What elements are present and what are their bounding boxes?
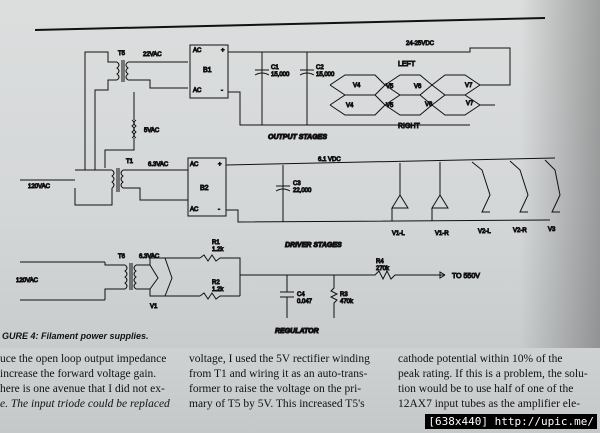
c3-label: C3 (293, 181, 301, 187)
input-120vac-2: 120VAC (16, 278, 39, 284)
col3-line: peak rating. If this is a problem, the s… (398, 368, 588, 380)
col2-line: voltage, I used the 5V rectifier winding (189, 353, 370, 365)
left-label: LEFT (398, 61, 416, 68)
col3-line: tion would be to use half of one of the (398, 383, 574, 395)
r4-value: 270k (376, 266, 390, 272)
heater-chain-left: LEFT V4 V5 V6 V7 (329, 61, 495, 96)
driver-stages-label: DRIVER STAGES (285, 242, 342, 249)
v3-label: V3 (548, 227, 556, 233)
page-curl-shadow (520, 0, 600, 348)
r3-value: 470k (340, 299, 354, 305)
c4-label: C4 (297, 292, 305, 298)
c4-value: 0.047 (297, 299, 313, 305)
b1-minus: - (221, 88, 223, 94)
b2-ac1: AC (190, 162, 199, 168)
transformer-t6: T6 6.3VAC (118, 254, 160, 290)
v5b: V5 (386, 103, 394, 109)
v4b: V4 (346, 103, 354, 109)
body-column-2: voltage, I used the 5V rectifier winding… (189, 352, 389, 412)
v1-label: V1 (150, 304, 158, 310)
transformer-t1: T1 6.3VAC (111, 159, 169, 192)
c2-label: C2 (316, 65, 324, 71)
heater-chain-right: RIGHT V4 V5 V6 V7 (329, 94, 495, 131)
v2r-label: V2-R (513, 228, 527, 234)
t1-label: T1 (126, 159, 134, 165)
col3-line: 12AX7 input tubes as the amplifier ele- (398, 398, 581, 410)
v5vac-label: 5VAC (144, 128, 160, 134)
col2-line: former to raise the voltage on the pri- (189, 383, 362, 395)
b2-minus: - (218, 207, 220, 213)
body-column-1: uce the open loop output impedance incre… (0, 352, 175, 412)
figure-caption: GURE 4: Filament power supplies. (2, 331, 149, 341)
b2-label: B2 (200, 185, 209, 192)
v7b: V7 (466, 101, 474, 107)
col2-line: from T1 and wiring it as an auto-trans- (189, 368, 368, 380)
col3-line: cathode potential within 10% of the (398, 353, 563, 365)
r2-label: R2 (212, 280, 220, 286)
col1-line: uce the open loop output impedance (0, 353, 167, 365)
v6a: V6 (414, 84, 422, 90)
to-550v-label: TO 550V (452, 273, 480, 280)
driver-tubes: V1-L V1-R V2-L V2-R V3 (391, 159, 561, 238)
b2-plus: + (218, 162, 222, 168)
b1-ac2: AC (193, 88, 202, 94)
regulator-label: REGULATOR (275, 328, 319, 335)
c3-value: 22,000 (293, 188, 312, 194)
v4a: V4 (353, 83, 361, 89)
col1-line: increase the forward voltage gain. (0, 368, 157, 380)
b1-plus: + (221, 48, 225, 54)
v5a: V5 (386, 84, 394, 90)
output-stages-label: OUTPUT STAGES (268, 134, 327, 141)
paper-figure-area (0, 0, 600, 348)
schematic: T5 22VAC AC AC + - B1 C1 15,000 C2 15,00… (16, 17, 561, 336)
c1-value: 15,000 (271, 72, 290, 78)
vdc-mid-label: 6.1 VDC (318, 157, 341, 163)
v63b-label: 6.3VAC (139, 254, 160, 260)
watermark: [638x440] http://upic.me/ (425, 414, 597, 429)
t5-label: T5 (118, 51, 126, 57)
t6-label: T6 (118, 254, 126, 260)
body-column-3: cathode potential within 10% of the peak… (398, 352, 600, 412)
v6b: V6 (425, 102, 433, 108)
input-120vac-1: 120VAC (28, 184, 51, 190)
v7a: V7 (465, 83, 473, 89)
r3-label: R3 (340, 292, 348, 298)
bridge-b1: AC AC + - B1 (189, 44, 229, 99)
col2-line: mary of T5 by 5V. This increased T5's (189, 398, 365, 410)
r4-label: R4 (376, 259, 384, 265)
c1-label: C1 (271, 65, 279, 71)
v63a-label: 6.3VAC (148, 162, 169, 168)
v22-label: 22VAC (143, 52, 162, 58)
transformer-t5: T5 22VAC (116, 51, 163, 82)
vdc-top-label: 24-25VDC (406, 41, 435, 47)
col1-line: e. The input triode could be replaced (0, 398, 170, 410)
b2-ac2: AC (190, 207, 199, 213)
bridge-b2: AC AC + - B2 (187, 157, 227, 217)
v1l-label: V1-L (392, 231, 405, 237)
col1-line: here is one avenue that I did not ex- (0, 383, 165, 395)
v1r-label: V1-R (435, 231, 449, 237)
r1-value: 1.2k (212, 247, 224, 253)
r1-label: R1 (212, 240, 220, 246)
c2-value: 15,000 (316, 72, 335, 78)
b1-ac1: AC (193, 48, 202, 54)
r2-value: 1.2k (212, 287, 224, 293)
v2l-label: V2-L (478, 229, 491, 235)
b1-label: B1 (203, 67, 212, 74)
right-label: RIGHT (398, 123, 421, 130)
